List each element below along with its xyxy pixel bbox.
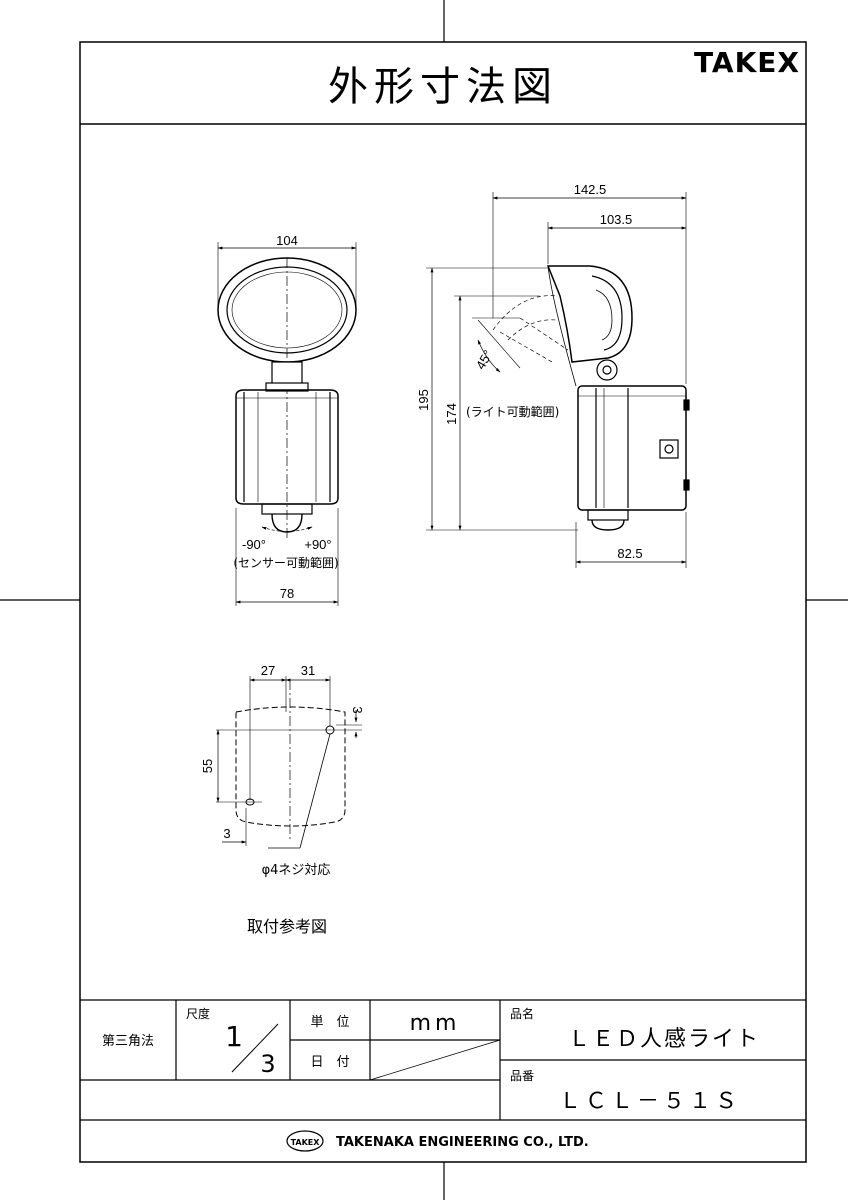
company-name: TAKENAKA ENGINEERING CO., LTD. <box>336 1135 589 1150</box>
front-view <box>217 242 357 606</box>
name-label: 品名 <box>510 1006 534 1021</box>
number-value: ＬＣＬ－５１Ｓ <box>559 1089 741 1114</box>
dim-light-range: (ライト可動範囲) <box>466 404 559 419</box>
unit-label: 単 位 <box>310 1014 349 1030</box>
dim-mount-left: 3 <box>223 826 230 841</box>
title-block <box>80 999 806 1152</box>
page-title: 外形寸法図 <box>328 64 558 110</box>
unit-value: mm <box>410 1011 461 1036</box>
dim-mount-h1: 27 <box>261 663 275 678</box>
dim-mount-top: 3 <box>350 706 365 713</box>
scale-numerator: 1 <box>225 1020 243 1053</box>
dim-mount-h2: 31 <box>301 663 315 678</box>
dim-height-light: 174 <box>444 403 459 425</box>
dim-sensor-range: (センサー可動範囲) <box>233 555 338 570</box>
company-logo: TAKEX <box>291 1138 321 1147</box>
mounting-view <box>216 676 362 849</box>
dim-sensor-plus: +90° <box>304 537 331 552</box>
side-view <box>426 192 690 568</box>
scale-label: 尺度 <box>186 1006 210 1021</box>
brand-logo: TAKEX <box>693 46 800 79</box>
name-value: ＬＥＤ人感ライト <box>568 1027 760 1052</box>
dim-side-head: 103.5 <box>600 212 633 227</box>
number-label: 品番 <box>510 1069 534 1083</box>
projection-label: 第三角法 <box>102 1034 154 1049</box>
dim-front-width: 104 <box>276 233 298 248</box>
screw-note: φ4ネジ対応 <box>262 863 331 878</box>
dim-height-total: 195 <box>416 389 431 411</box>
dim-light-angle: 45° <box>473 347 496 372</box>
dim-mount-v: 55 <box>200 759 215 773</box>
dim-side-total: 142.5 <box>574 182 607 197</box>
dim-side-body: 82.5 <box>617 546 642 561</box>
mount-caption: 取付参考図 <box>247 917 327 936</box>
scale-denominator: 3 <box>260 1050 275 1078</box>
dim-sensor-minus: -90° <box>242 537 266 552</box>
date-label: 日 付 <box>310 1055 349 1070</box>
dim-front-body-width: 78 <box>280 586 294 601</box>
